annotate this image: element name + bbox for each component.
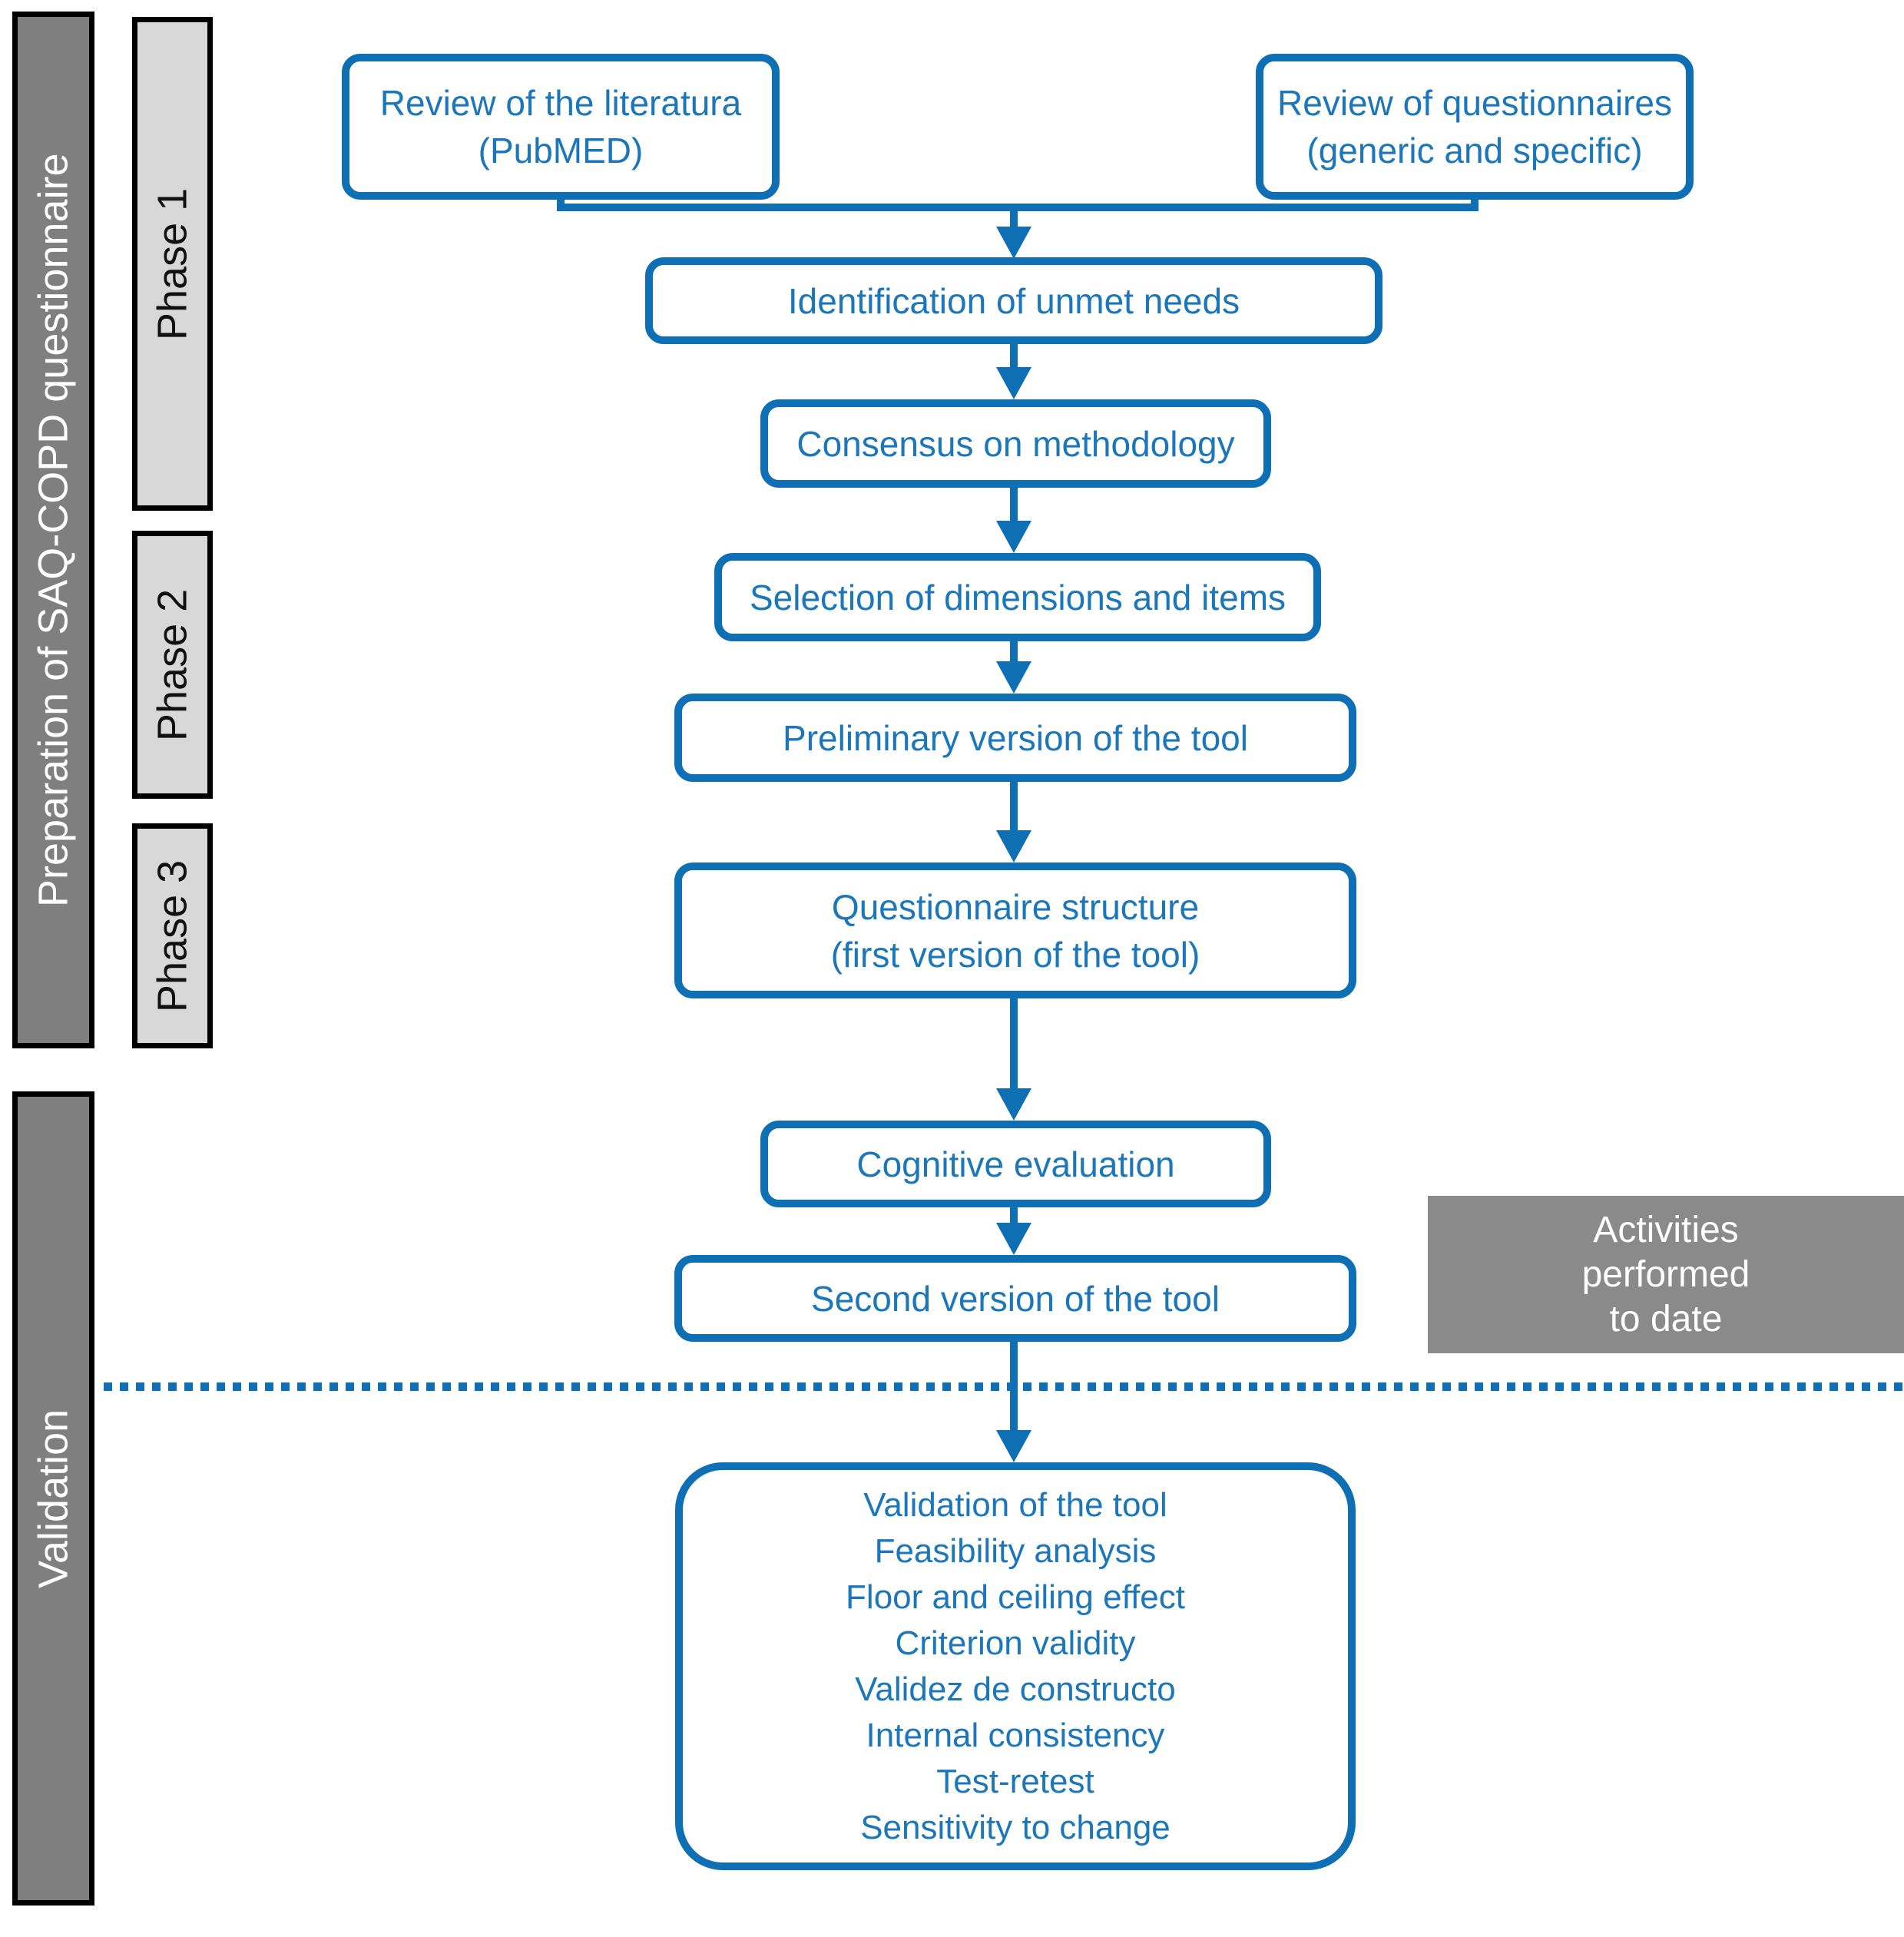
activities-performed-legend: Activities performed to date [1428,1196,1904,1353]
arrow-down-icon [996,1207,1031,1255]
phase-2-label: Phase 2 [149,588,196,741]
arrow-down-icon [996,998,1031,1121]
arrow-down-icon [996,1342,1031,1462]
questionnaire-structure-box: Questionnaire structure (first version o… [674,863,1356,998]
arrow-down-icon [996,488,1031,553]
validation-phase-bar: Validation [12,1091,94,1906]
arrow-down-icon [996,641,1031,694]
phase-1-bar: Phase 1 [132,17,213,511]
phase-3-label: Phase 3 [149,859,196,1012]
activities-to-date-separator-line [104,1382,1904,1391]
cognitive-evaluation-box: Cognitive evaluation [760,1121,1271,1207]
preparation-phase-bar: Preparation of SAQ-COPD questionnaire [12,12,94,1048]
consensus-methodology-box: Consensus on methodology [760,399,1271,488]
phase-3-bar: Phase 3 [132,823,213,1048]
identification-unmet-needs-box: Identification of unmet needs [645,257,1382,344]
preliminary-version-box: Preliminary version of the tool [674,694,1356,782]
selection-dimensions-items-box: Selection of dimensions and items [714,553,1321,641]
validation-phase-label: Validation [30,1409,77,1588]
preparation-phase-label: Preparation of SAQ-COPD questionnaire [30,153,77,907]
second-version-box: Second version of the tool [674,1255,1356,1342]
phase-2-bar: Phase 2 [132,531,213,799]
validation-activities-box: Validation of the tool Feasibility analy… [675,1462,1356,1870]
arrow-down-icon [996,344,1031,399]
connector-horizontal-line [557,204,1478,211]
arrow-down-icon [996,782,1031,863]
arrow-merge-down [996,207,1031,259]
review-questionnaires-box: Review of questionnaires (generic and sp… [1256,54,1694,200]
review-literature-box: Review of the literatura (PubMED) [342,54,780,200]
phase-1-label: Phase 1 [149,187,196,340]
